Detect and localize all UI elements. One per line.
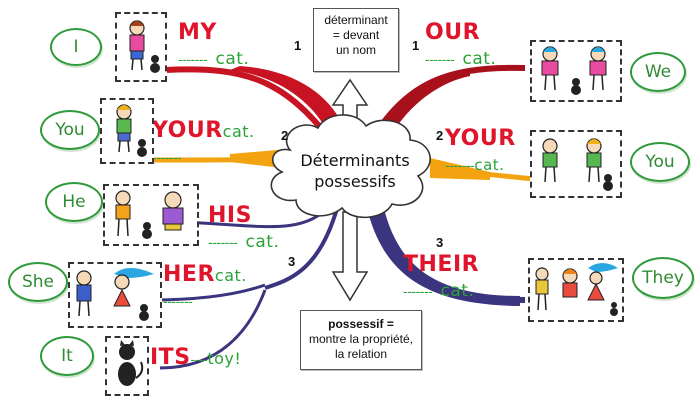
pronoun-bubble-it: It	[40, 336, 94, 376]
determiner-your-right: YOUR -------cat.	[445, 126, 516, 176]
determiner-her-word: HER	[163, 262, 215, 287]
pronoun-bubble-we: We	[630, 52, 686, 92]
picture-i-with-cat	[115, 12, 167, 82]
arrow-down	[331, 211, 369, 302]
determiner-its-word: ITS	[150, 345, 191, 370]
top-box-line2: = devant	[332, 28, 380, 42]
pronoun-bubble-she: She	[8, 262, 68, 302]
determiner-our-word: OUR	[425, 20, 481, 45]
pronoun-bubble-they: They	[632, 257, 694, 299]
pronoun-bubble-he: He	[45, 182, 103, 222]
noun-my: cat.	[215, 49, 250, 69]
bottom-box-line2: montre la propriété,	[308, 332, 414, 346]
number-her: 3	[288, 254, 296, 269]
noun-his: cat.	[245, 232, 280, 252]
determiner-their-word: THEIR	[403, 252, 480, 277]
determiner-your-left-word: YOUR	[152, 118, 223, 143]
picture-you-with-cat	[100, 98, 154, 164]
pronoun-bubble-i: I	[50, 28, 102, 66]
blank-his: -------	[208, 236, 238, 251]
picture-cat-with-toy	[105, 336, 149, 396]
center-label-line2: possessifs	[314, 172, 396, 191]
determiner-your-right-word: YOUR	[445, 126, 516, 151]
branch-your-right-wedge	[430, 158, 490, 180]
blank-your-right: -------	[445, 159, 475, 174]
determiner-my: MY ------- cat.	[178, 20, 249, 70]
determiner-his: HIS ------- cat.	[208, 203, 279, 253]
determiner-his-word: HIS	[208, 203, 252, 228]
blank-my: -------	[178, 53, 208, 68]
branch-its	[159, 289, 267, 370]
blank-its: ----	[190, 353, 208, 368]
picture-they-with-cat	[528, 258, 624, 322]
number-our: 1	[412, 38, 420, 53]
top-box-line1: déterminant	[324, 13, 388, 27]
noun-our: cat.	[462, 49, 497, 69]
pronoun-bubble-you-right: You	[630, 142, 690, 182]
number-my: 1	[294, 38, 302, 53]
center-label: Déterminants possessifs	[290, 150, 420, 192]
number-their: 3	[436, 235, 444, 250]
center-label-line1: Déterminants	[300, 151, 410, 170]
top-box-line3: un nom	[335, 43, 377, 57]
definition-possessive-box: possessif = montre la propriété, la rela…	[300, 310, 422, 370]
picture-we-with-cat	[530, 40, 622, 102]
branch-her	[149, 283, 266, 302]
definition-determinant-box: déterminant = devant un nom	[313, 8, 399, 72]
number-your-left: 2	[281, 128, 289, 143]
blank-your-left: -------	[152, 151, 182, 166]
determiner-their: THEIR ------- cat.	[403, 252, 479, 302]
branch-purple-trunk	[264, 204, 340, 290]
picture-he-with-cat	[103, 184, 199, 246]
determiner-my-word: MY	[178, 20, 217, 45]
bottom-box-line1: possessif =	[328, 317, 394, 331]
bottom-box-line3: la relation	[334, 347, 388, 361]
picture-she-with-cat	[68, 262, 162, 328]
noun-their: cat.	[440, 281, 475, 301]
blank-her: -------	[163, 295, 193, 310]
blank-their: -------	[403, 285, 433, 300]
center-cloud	[270, 114, 431, 219]
pronoun-bubble-you-left: You	[40, 110, 100, 150]
picture-you-plural-with-cat	[530, 130, 622, 198]
noun-your-left: cat.	[222, 122, 255, 141]
noun-your-right: cat.	[474, 156, 505, 174]
determiner-our: OUR ------- cat.	[425, 20, 496, 70]
determiner-its: ITS----toy!	[150, 345, 241, 370]
noun-her: cat.	[214, 266, 247, 285]
noun-its: toy!	[207, 349, 242, 368]
blank-our: -------	[425, 53, 455, 68]
determiner-your-left: YOURcat. -------	[152, 118, 255, 168]
number-your-right: 2	[436, 128, 444, 143]
determiner-her: HERcat. -------	[163, 262, 247, 312]
